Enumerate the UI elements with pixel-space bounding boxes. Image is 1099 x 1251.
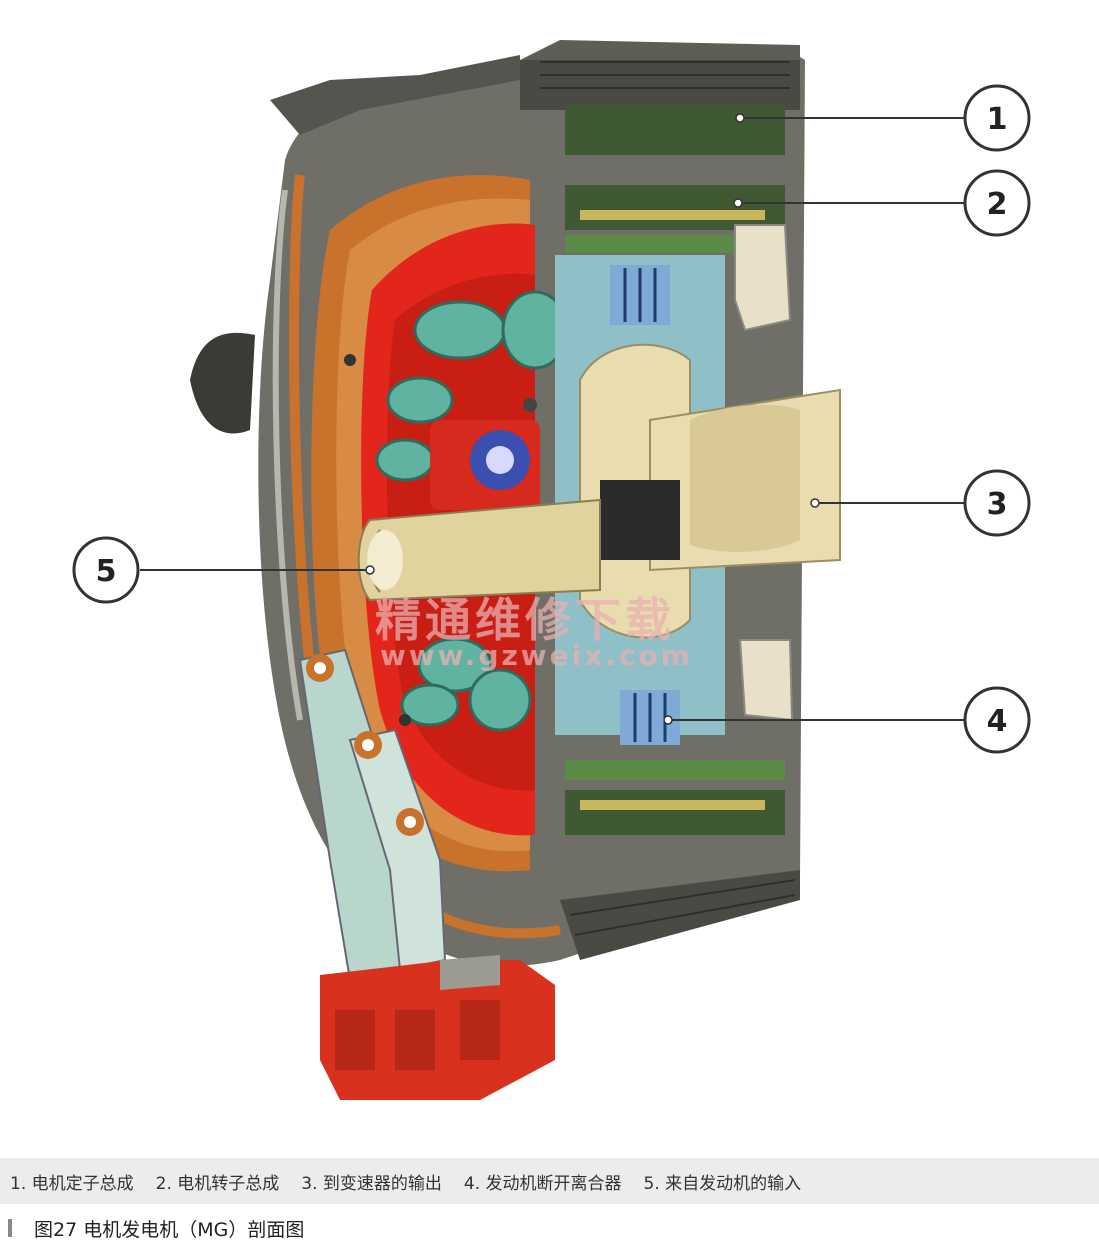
callout-5-number: 5 [96,554,117,589]
high-voltage-connectors [298,648,447,982]
stator-stack [565,105,785,835]
legend-item-rotor: 2. 电机转子总成 [155,1173,280,1194]
right-bracket [734,224,794,722]
output-drum [579,343,841,639]
legend-item-stator: 1. 电机定子总成 [10,1173,134,1194]
input-shaft [357,498,601,602]
connector-housing [320,955,555,1100]
callout-3: 3 [963,469,1031,537]
cooling-fins-bottom [560,870,800,960]
watermark-url: www.gzweix.com [380,639,693,672]
callout-1: 1 [963,84,1031,152]
callout-4-number: 4 [987,704,1008,739]
figure-caption: 图27 电机发电机（MG）剖面图 [34,1218,305,1241]
leader-lines [140,117,965,721]
callout-1-number: 1 [987,102,1008,137]
callout-3-number: 3 [987,487,1008,522]
legend-bar: 1. 电机定子总成 2. 电机转子总成 3. 到变速器的输出 4. 发动机断开离… [0,1158,1099,1204]
callout-2-number: 2 [987,187,1008,222]
leader-dots [365,113,820,725]
legend-item-input: 5. 来自发动机的输入 [643,1173,802,1194]
caption-marker [8,1219,12,1237]
cooling-fins-top [520,40,800,110]
callout-4: 4 [963,686,1031,754]
legend-item-clutch: 4. 发动机断开离合器 [463,1173,622,1194]
legend-item-output: 3. 到变速器的输出 [301,1173,442,1194]
figure-caption-row: 图27 电机发电机（MG）剖面图 [0,1210,1099,1246]
mg-cutaway-illustration: 精通维修下载 www.gzweix.com 1 2 3 4 5 [72,40,1031,1100]
watermark-title: 精通维修下载 [375,593,675,647]
callout-2: 2 [963,169,1031,237]
center-hub [344,354,540,726]
callout-5: 5 [72,536,140,604]
